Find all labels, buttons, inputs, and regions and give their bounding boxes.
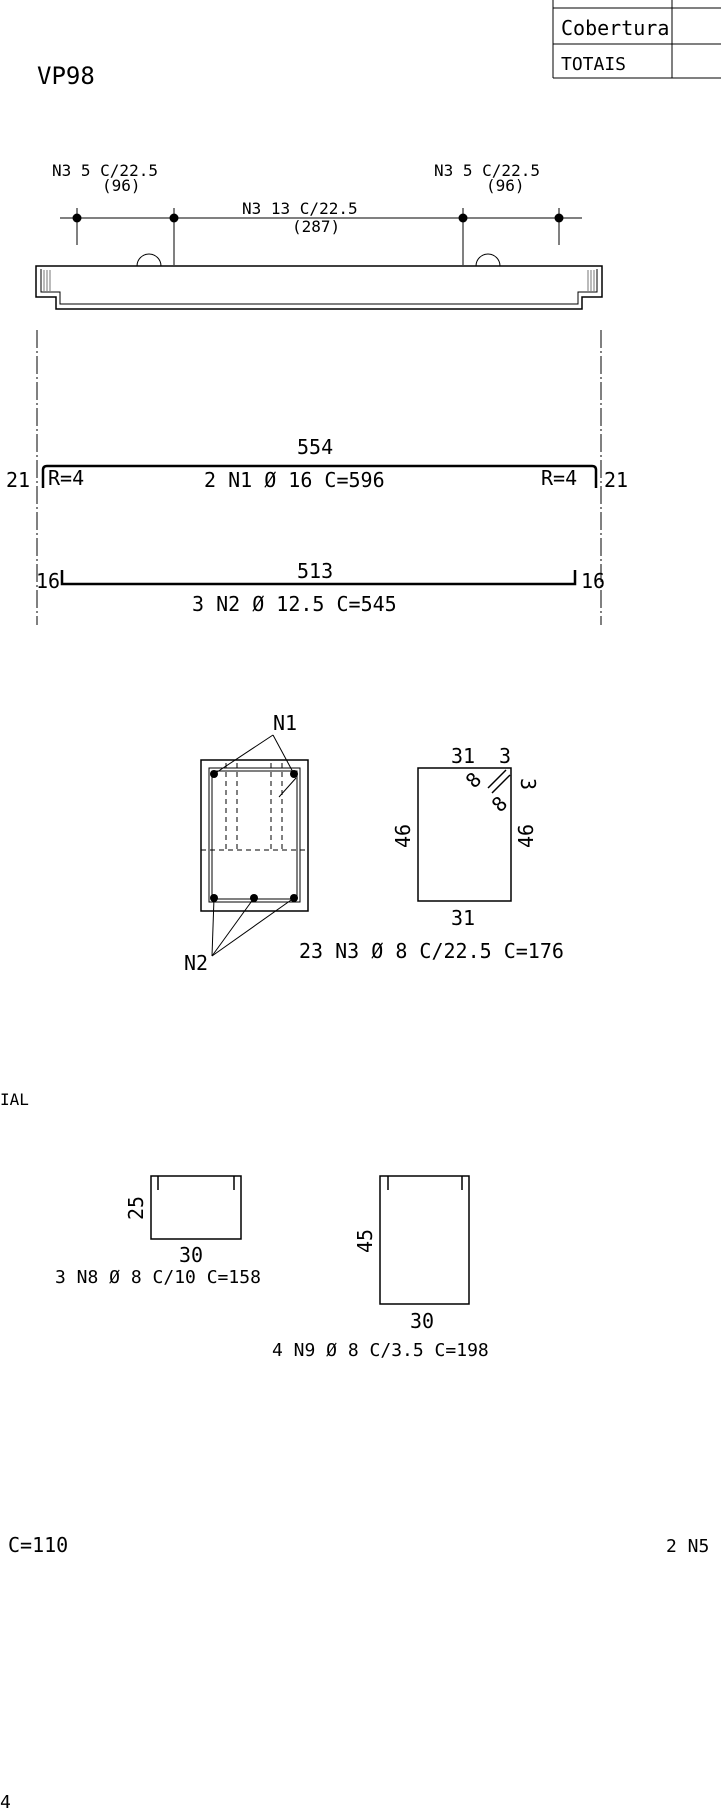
stirrup-n3-left-height: 46 (391, 824, 415, 848)
partial-label: IAL (0, 1090, 29, 1109)
stirrup-n3-right-height: 46 (514, 824, 538, 848)
callout-n1: N1 (273, 711, 297, 735)
beam-title: VP98 (37, 62, 95, 90)
stirrup-n8: 25 30 3 N8 Ø 8 C/10 C=158 (55, 1175, 261, 1288)
stirrup-n3-top-width: 31 (451, 744, 475, 768)
left-stirrup-label: N3 5 C/22.5 (52, 161, 158, 180)
stirrup-n9: 45 30 4 N9 Ø 8 C/3.5 C=198 (272, 1175, 489, 1361)
stirrup-n3-bend-2: 8 (487, 791, 512, 816)
bar-n2-length: 513 (297, 559, 333, 583)
left-support-mark (136, 253, 162, 267)
dimension-node-2 (169, 213, 179, 223)
stirrup-n3-bend-1: 8 (461, 767, 486, 792)
right-support-mark (475, 253, 501, 267)
dimension-node-4 (554, 213, 564, 223)
stirrup-distribution: N3 5 C/22.5 (96) N3 13 C/22.5 (287) N3 5… (52, 161, 582, 265)
bar-n1-radius-left: R=4 (48, 466, 84, 490)
beam-elevation (35, 253, 603, 310)
stirrup-n3: 31 3 8 8 3 46 46 31 23 N3 Ø 8 C/22.5 C=1… (299, 744, 564, 963)
table-row-totais: TOTAIS (561, 54, 626, 75)
bar-n1: 554 2 N1 Ø 16 C=596 21 21 R=4 R=4 (6, 435, 628, 492)
bar-n2-label: 3 N2 Ø 12.5 C=545 (192, 592, 397, 616)
stirrup-n8-label: 3 N8 Ø 8 C/10 C=158 (55, 1267, 261, 1288)
right-stirrup-length: (96) (486, 176, 525, 195)
callout-n2: N2 (184, 951, 208, 975)
right-stirrup-label: N3 5 C/22.5 (434, 161, 540, 180)
bottom-right-label: 2 N5 (666, 1536, 709, 1557)
bottom-left-label: C=110 (8, 1533, 68, 1557)
bar-n1-length: 554 (297, 435, 333, 459)
bar-n2-hook-right: 16 (581, 569, 605, 593)
bar-n2-hook-left: 16 (36, 569, 60, 593)
dimension-node-3 (458, 213, 468, 223)
bar-n2: 513 3 N2 Ø 12.5 C=545 16 16 (36, 559, 605, 616)
table-row-cobertura: Cobertura (561, 16, 669, 40)
middle-stirrup-label: N3 13 C/22.5 (242, 199, 358, 218)
summary-table: Cobertura TOTAIS (552, 0, 721, 79)
bar-n1-radius-right: R=4 (541, 466, 577, 490)
stirrup-n9-label: 4 N9 Ø 8 C/3.5 C=198 (272, 1340, 489, 1361)
corner-label: 4 (0, 1792, 11, 1813)
left-stirrup-length: (96) (102, 176, 141, 195)
dimension-node-1 (72, 213, 82, 223)
bar-n1-hook-right: 21 (604, 468, 628, 492)
middle-stirrup-length: (287) (292, 217, 340, 236)
bar-n1-label: 2 N1 Ø 16 C=596 (204, 468, 385, 492)
stirrup-n3-top-hook: 3 (499, 744, 511, 768)
stirrup-n9-height: 45 (353, 1229, 377, 1253)
stirrup-n8-height: 25 (124, 1196, 148, 1220)
stirrup-n3-label: 23 N3 Ø 8 C/22.5 C=176 (299, 939, 564, 963)
stirrup-n8-width: 30 (179, 1243, 203, 1267)
stirrup-n9-width: 30 (410, 1309, 434, 1333)
cross-section: N1 N2 (184, 711, 309, 975)
bar-n1-hook-left: 21 (6, 468, 30, 492)
stirrup-n3-hook-side: 3 (516, 778, 540, 790)
stirrup-n3-bottom-width: 31 (451, 906, 475, 930)
